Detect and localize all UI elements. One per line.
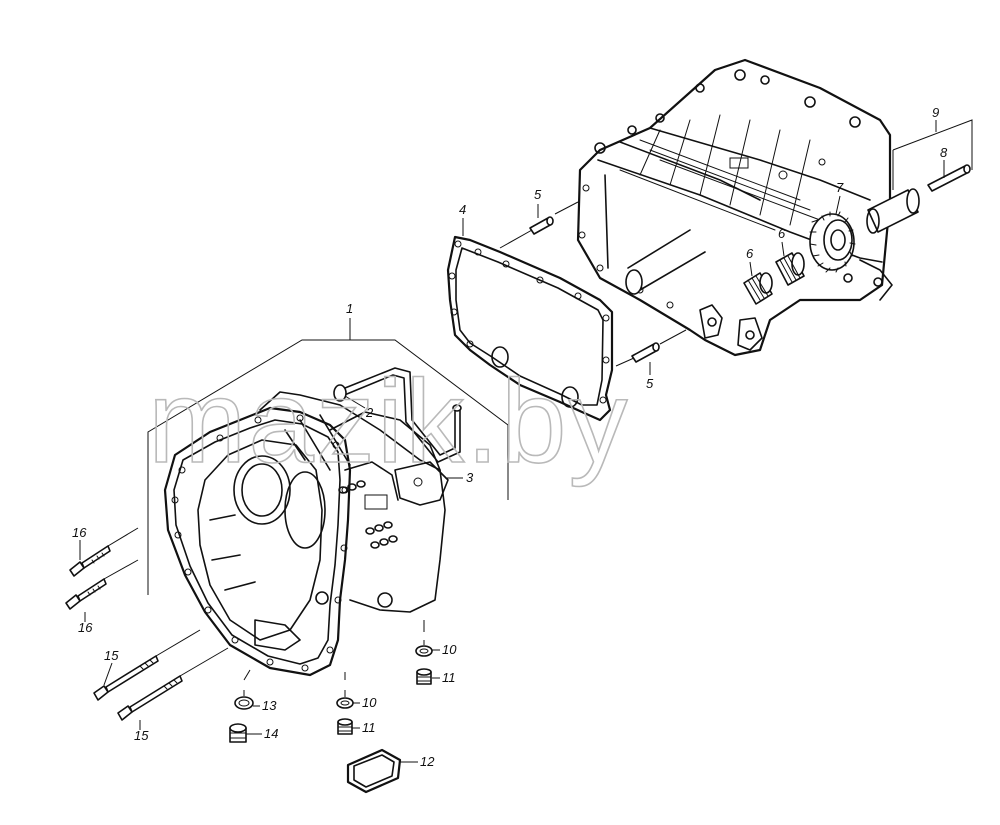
callout-11-b: 11 [362, 720, 376, 735]
gear-part-7 [809, 211, 856, 273]
plug-part-11-b [337, 718, 353, 735]
callout-3: 3 [466, 470, 474, 485]
callout-7: 7 [836, 180, 844, 195]
dowel-pin-lower [631, 342, 660, 363]
needle-bearing-b [775, 252, 805, 286]
callout-16-b: 16 [78, 620, 93, 635]
callout-14: 14 [264, 726, 278, 741]
callout-10-b: 10 [362, 695, 377, 710]
callout-4: 4 [459, 202, 466, 217]
watermark-text: mazik.by [148, 356, 630, 488]
bolt-part-15-a [93, 655, 159, 701]
callout-5-upper: 5 [534, 187, 542, 202]
leader-lines [79, 119, 973, 763]
callout-6-b: 6 [778, 226, 786, 241]
callout-15-b: 15 [134, 728, 149, 743]
needle-bearing-a [743, 272, 773, 305]
callout-15-a: 15 [104, 648, 119, 663]
gasket-part-12 [346, 748, 402, 794]
plug-part-14 [229, 723, 247, 743]
bolt-part-15-b [117, 675, 183, 721]
callout-6-a: 6 [746, 246, 754, 261]
sleeve-part-9 [866, 188, 920, 234]
callout-12: 12 [420, 754, 435, 769]
callout-11-a: 11 [442, 670, 456, 685]
callout-labels: 1 2 3 4 5 5 6 6 7 8 9 10 11 10 11 12 13 … [72, 105, 948, 769]
plug-part-11-a [416, 668, 432, 685]
gearbox-upper-housing [576, 58, 893, 357]
washer-part-13 [234, 696, 254, 710]
washer-part-10-b [336, 697, 354, 709]
washer-part-10-a [415, 645, 433, 657]
oil-tube-part-2 [333, 367, 462, 463]
pin-part-8 [927, 164, 971, 192]
bolt-part-16-a [69, 545, 111, 577]
callout-1: 1 [346, 301, 353, 316]
bolt-part-16-b [65, 578, 107, 610]
callout-10-a: 10 [442, 642, 457, 657]
callout-16-a: 16 [72, 525, 87, 540]
gasket-part-4 [446, 235, 614, 422]
dowel-pin-upper [529, 216, 554, 235]
clutch-housing-part-1 [163, 391, 449, 677]
callout-9: 9 [932, 105, 939, 120]
callout-8: 8 [940, 145, 948, 160]
callout-2: 2 [365, 405, 374, 420]
callout-13: 13 [262, 698, 277, 713]
callout-5-lower: 5 [646, 376, 654, 391]
